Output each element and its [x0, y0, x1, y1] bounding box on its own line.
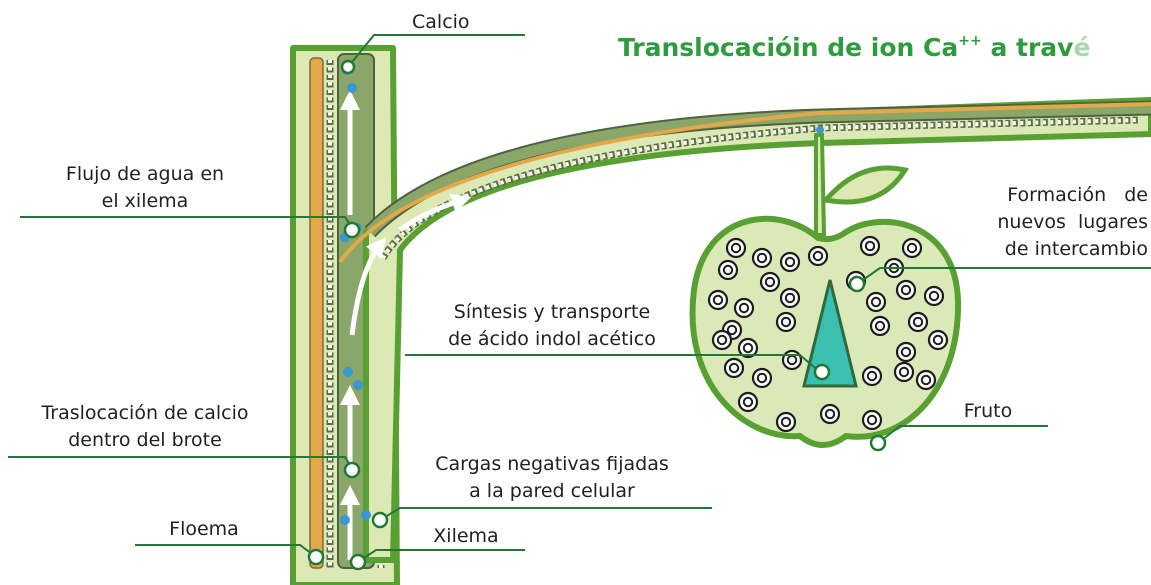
exchange-site-core	[764, 276, 776, 288]
exchange-site-core	[920, 374, 932, 386]
exchange-site-ring	[723, 357, 745, 379]
exchange-site-core	[742, 396, 754, 408]
exchange-site-core	[906, 242, 918, 254]
exchange-site-ring	[707, 289, 729, 311]
exchange-site-core	[900, 284, 912, 296]
label-xilema: Xilema	[433, 525, 498, 547]
exchange-site-core	[928, 290, 940, 302]
exchange-site-core	[780, 416, 792, 428]
exchange-site-core	[716, 334, 728, 346]
exchange-site-core	[722, 264, 734, 276]
exchange-site-ring	[717, 259, 739, 281]
label-cargas-line1: Cargas negativas fijadas	[435, 453, 669, 475]
exchange-site-ring	[751, 247, 773, 269]
exchange-site-ring	[907, 311, 929, 333]
exchange-site-core	[784, 292, 796, 304]
exchange-site-ring	[819, 403, 841, 425]
exchange-site-ring	[737, 337, 759, 359]
exchange-site-ring	[775, 411, 797, 433]
exchange-site-ring	[859, 235, 881, 257]
exchange-site-ring	[751, 367, 773, 389]
label-sintesis-line2: de ácido indol acético	[448, 328, 656, 350]
diagram-title: Translocacióin de ion Ca++ a travé	[618, 33, 1090, 62]
exchange-site-core	[780, 316, 792, 328]
leader-endpoints	[307, 59, 887, 571]
label-formacion-line2: nuevos lugares	[997, 211, 1148, 233]
exchange-sites	[707, 235, 949, 433]
exchange-site-core	[812, 250, 824, 262]
label-calcio: Calcio	[412, 11, 470, 33]
exchange-site-core	[900, 346, 912, 358]
exchange-site-ring	[737, 391, 759, 413]
exchange-site-core	[866, 370, 878, 382]
hormone-triangle	[802, 279, 858, 388]
water-flow-arrows	[340, 90, 472, 560]
exchange-site-ring	[779, 251, 801, 273]
label-formacion-line1: Formación de	[1007, 184, 1148, 206]
exchange-site-core	[898, 366, 910, 378]
label-traslocacion-line1: Traslocación de calcio	[40, 402, 248, 424]
exchange-site-ring	[807, 245, 829, 267]
exchange-site-core	[738, 302, 750, 314]
exchange-site-core	[932, 334, 944, 346]
exchange-site-core	[874, 320, 886, 332]
label-cargas-line2: a la pared celular	[469, 480, 635, 502]
exchange-site-ring	[895, 341, 917, 363]
phloem-trunk	[309, 57, 324, 569]
exchange-site-core	[712, 294, 724, 306]
exchange-site-ring	[895, 279, 917, 301]
exchange-site-core	[726, 324, 738, 336]
label-flujo-line2: el xilema	[102, 190, 189, 212]
exchange-site-ring	[861, 365, 883, 387]
exchange-site-core	[864, 240, 876, 252]
exchange-site-ring	[779, 287, 801, 309]
label-sintesis-line1: Síntesis y transporte	[454, 301, 650, 323]
exchange-site-core	[756, 372, 768, 384]
fruit-leaf	[821, 165, 909, 205]
exchange-site-ring	[893, 361, 915, 383]
exchange-site-ring	[869, 315, 891, 337]
exchange-site-core	[730, 242, 742, 254]
label-fruto: Fruto	[964, 400, 1012, 422]
exchange-site-ring	[733, 297, 755, 319]
exchange-site-ring	[901, 237, 923, 259]
label-flujo-line1: Flujo de agua en	[66, 163, 224, 185]
exchange-site-ring	[711, 329, 733, 351]
exchange-site-core	[912, 316, 924, 328]
exchange-site-ring	[861, 409, 883, 431]
exchange-site-core	[784, 256, 796, 268]
exchange-site-core	[742, 342, 754, 354]
label-floema: Floema	[169, 518, 239, 540]
fruit-stem	[814, 133, 827, 237]
label-traslocacion-line2: dentro del brote	[68, 429, 222, 451]
exchange-site-ring	[725, 237, 747, 259]
phloem-branch	[338, 102, 1151, 264]
exchange-site-core	[866, 414, 878, 426]
exchange-site-core	[728, 362, 740, 374]
exchange-site-core	[756, 252, 768, 264]
exchange-site-core	[824, 408, 836, 420]
exchange-site-ring	[915, 369, 937, 391]
label-formacion-line3: de intercambio	[1005, 238, 1148, 260]
exchange-site-ring	[923, 285, 945, 307]
exchange-site-ring	[759, 271, 781, 293]
exchange-site-ring	[775, 311, 797, 333]
exchange-site-ring	[865, 291, 887, 313]
exchange-site-ring	[927, 329, 949, 351]
wall-cells-branch-inner	[381, 118, 1141, 260]
exchange-site-core	[870, 296, 882, 308]
exchange-site-ring	[781, 349, 803, 371]
